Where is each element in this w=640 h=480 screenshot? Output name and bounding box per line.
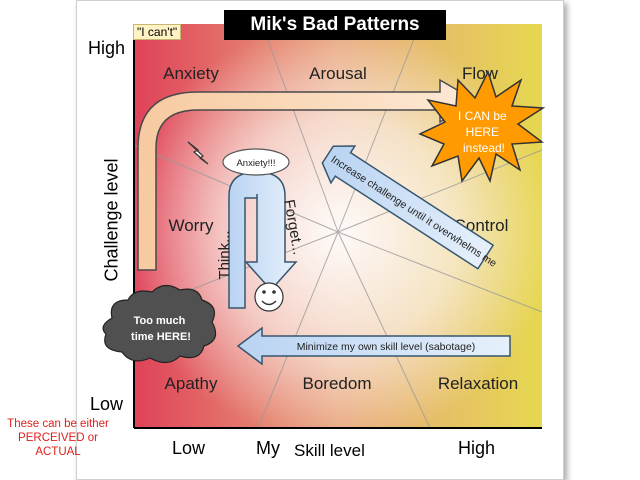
smiley-icon <box>254 282 284 312</box>
zone-flow: Flow <box>462 64 499 83</box>
x-axis-high: High <box>458 438 496 458</box>
x-axis-label-prefix: My <box>256 438 280 458</box>
burst-callout: I CAN be HERE instead! <box>418 70 546 184</box>
perceived-actual-note: These can be either PERCEIVED or ACTUAL <box>7 418 109 458</box>
burst-line-3: instead! <box>463 141 505 155</box>
minimize-skill-text: Minimize my own skill level (sabotage) <box>297 341 476 353</box>
svg-text:Too much time HERE!: Too much time HERE! <box>131 315 191 343</box>
cloud-line-1: Too much <box>134 315 186 327</box>
x-axis-label: Skill level <box>294 441 365 460</box>
zone-boredom: Boredom <box>303 374 372 393</box>
x-axis-low: Low <box>172 438 206 458</box>
time-cloud: Too much time HERE! <box>102 284 217 364</box>
zone-anxiety: Anxiety <box>163 64 219 83</box>
minimize-skill-arrow: Minimize my own skill level (sabotage) <box>236 326 511 366</box>
zone-apathy: Apathy <box>165 374 218 393</box>
lightning-icon <box>187 141 209 165</box>
y-axis-low: Low <box>90 394 124 414</box>
page-title: Mik's Bad Patterns <box>224 10 446 40</box>
svg-text:Anxiety!!!: Anxiety!!! <box>236 158 275 169</box>
zone-arousal: Arousal <box>309 64 367 83</box>
cloud-line-2: time HERE! <box>131 331 191 343</box>
think-label: Think... <box>216 230 233 279</box>
burst-line-2: HERE <box>466 125 499 139</box>
y-axis-high: High <box>88 38 126 58</box>
zone-labels: Anxiety Arousal Flow Worry Control Apath… <box>163 64 518 393</box>
zone-worry: Worry <box>168 216 214 235</box>
zone-relaxation: Relaxation <box>438 374 518 393</box>
anxiety-bubble: Anxiety!!! <box>222 148 290 176</box>
y-axis-label: Challenge level <box>101 158 122 282</box>
i-cant-tag: "I can't" <box>133 24 182 40</box>
svg-text:I CAN be HERE inst: I CAN be HERE instead! <box>458 109 510 155</box>
burst-line-1: I CAN be <box>458 109 507 123</box>
